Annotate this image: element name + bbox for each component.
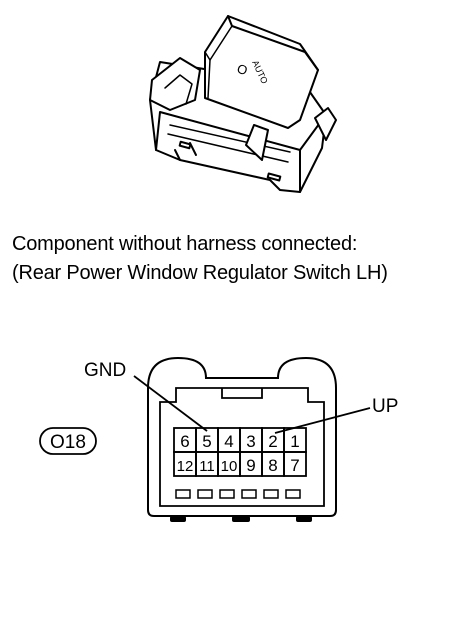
pin-2: 2	[268, 432, 277, 451]
caption-line-1: Component without harness connected:	[12, 233, 358, 255]
gnd-leader-line	[133, 375, 208, 432]
up-label: UP	[372, 396, 398, 417]
connector-id-badge	[39, 427, 97, 455]
connector-face	[147, 356, 337, 517]
pin-7: 7	[290, 456, 299, 475]
pin-5: 5	[202, 432, 211, 451]
switch-illustration	[149, 15, 337, 193]
caption-line-2: (Rear Power Window Regulator Switch LH)	[12, 262, 388, 284]
gnd-label: GND	[84, 360, 126, 381]
pin-3: 3	[246, 432, 255, 451]
pin-8: 8	[268, 456, 277, 475]
switch-marking-label: O	[235, 61, 250, 79]
up-leader-line	[274, 407, 371, 434]
pin-grid	[173, 427, 307, 477]
callout-lines	[133, 375, 371, 434]
connector-latches	[170, 516, 312, 522]
pin-9: 9	[246, 456, 255, 475]
pin-10: 10	[221, 458, 238, 475]
connector-id-label: O18	[50, 432, 86, 453]
pin-11: 11	[199, 458, 215, 475]
pin-6: 6	[180, 432, 189, 451]
pin-4: 4	[224, 432, 233, 451]
pin-labels: 6 5 4 3 2 1 12 11 10 9 8 7	[177, 432, 300, 475]
pin-12: 12	[177, 458, 194, 475]
pin-1: 1	[290, 432, 299, 451]
